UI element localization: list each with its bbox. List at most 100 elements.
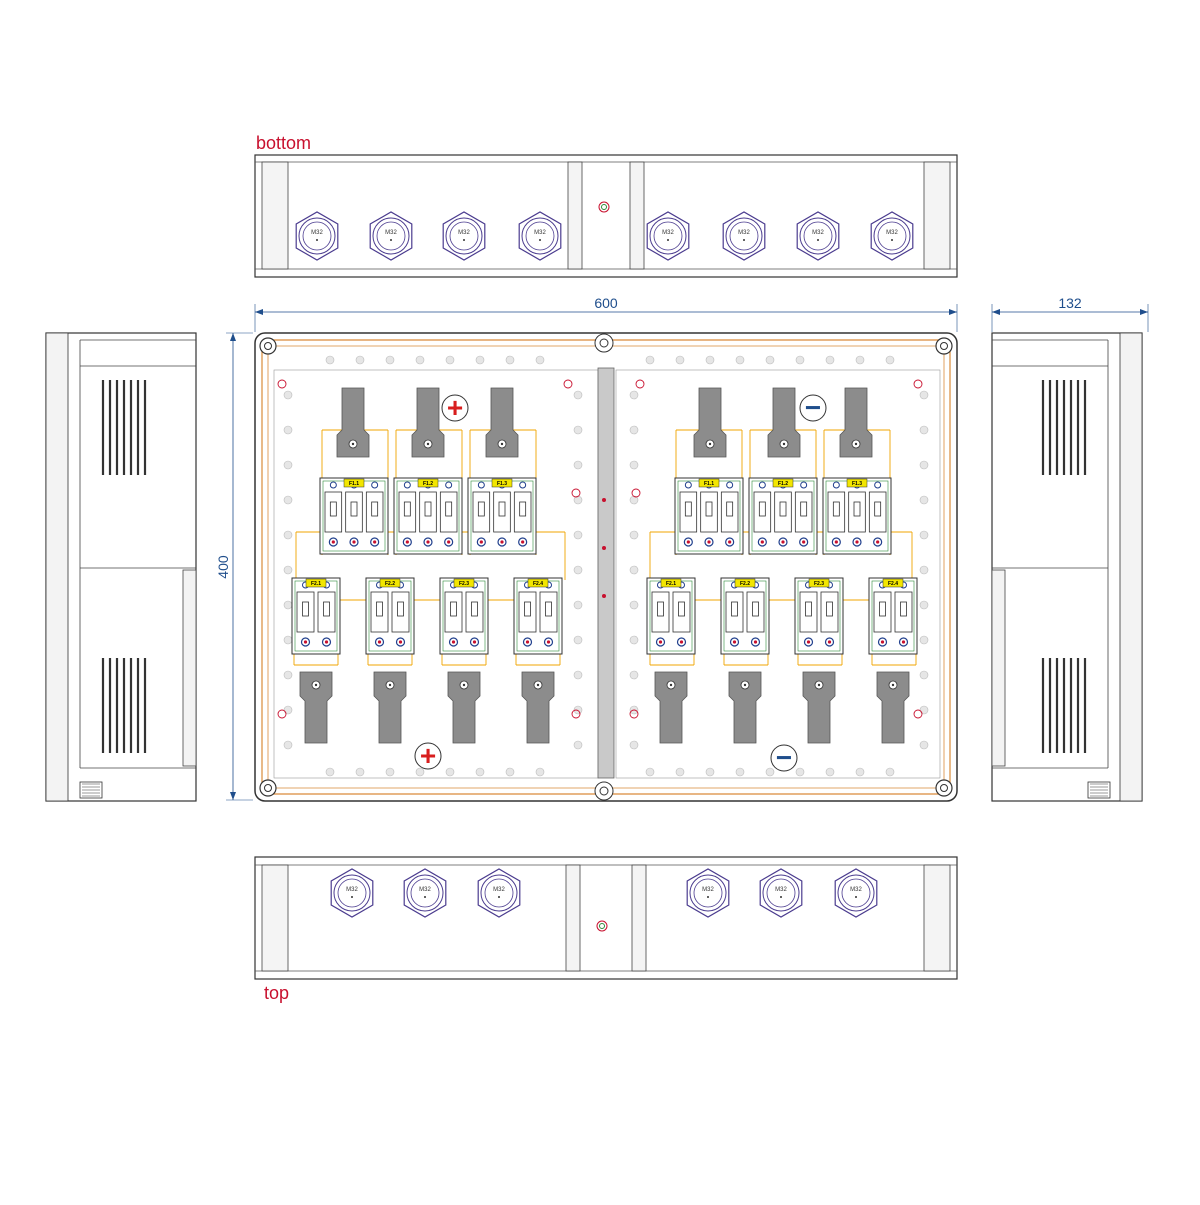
mounting-hole	[919, 600, 929, 610]
mounting-hole	[445, 355, 455, 365]
cable-gland: M32	[518, 211, 562, 261]
top-view-label: top	[264, 983, 289, 1003]
mounting-hole	[629, 460, 639, 470]
mounting-hole	[283, 530, 293, 540]
cable-gland: M32	[403, 868, 447, 918]
gland-size-label: M32	[662, 230, 674, 236]
mounting-hole	[919, 635, 929, 645]
mounting-holes	[277, 355, 929, 777]
cable-gland: M32	[477, 868, 521, 918]
fuse-holder: F2.1	[646, 577, 696, 655]
corner-screw	[259, 779, 277, 797]
plus-symbol: +	[441, 392, 469, 423]
top-enclosure-outline	[254, 856, 958, 980]
mounting-hole	[795, 355, 805, 365]
right-side-view	[991, 332, 1143, 802]
gland-size-label: M32	[775, 887, 787, 893]
plus-symbol: +	[414, 740, 442, 771]
cable-gland: M32	[796, 211, 840, 261]
busbar-terminal	[521, 671, 555, 744]
fuse-label: F1.2	[423, 481, 433, 487]
fuse-holder: F2.2	[365, 577, 415, 655]
mounting-hole	[355, 355, 365, 365]
busbar-terminal	[876, 671, 910, 744]
gland-size-label: M32	[702, 887, 714, 893]
busbar-terminal	[839, 387, 873, 458]
mounting-hole	[735, 355, 745, 365]
mounting-hole	[573, 635, 583, 645]
fuse-holder: F2.1	[291, 577, 341, 655]
fixing-point	[631, 488, 641, 498]
cable-gland: M32	[330, 868, 374, 918]
bottom-center-marker	[598, 201, 610, 213]
busbar-terminal	[693, 387, 727, 458]
cable-gland: M32	[686, 868, 730, 918]
top-glands: M32 M32 M32 M32 M32 M32	[330, 868, 878, 918]
fuse-label: F2.2	[385, 581, 395, 587]
mounting-hole	[573, 705, 583, 715]
cable-gland: M32	[834, 868, 878, 918]
mounting-hole	[629, 495, 639, 505]
mounting-hole	[675, 355, 685, 365]
busbar-terminal	[447, 671, 481, 744]
cable-gland: M32	[442, 211, 486, 261]
busbar-terminal	[654, 671, 688, 744]
fuse-label: F1.2	[778, 481, 788, 487]
fuse-label: F2.2	[740, 581, 750, 587]
mounting-hole	[919, 740, 929, 750]
fuse-label: F2.1	[311, 581, 321, 587]
mounting-hole	[475, 355, 485, 365]
busbar-terminal	[299, 671, 333, 744]
mounting-hole	[629, 600, 639, 610]
minus-symbol: −	[770, 742, 798, 773]
mounting-hole	[283, 635, 293, 645]
top-view: M32 M32 M32 M32 M32 M32 top	[254, 856, 958, 1003]
gland-size-label: M32	[812, 230, 824, 236]
minus-symbol: −	[799, 392, 827, 423]
mounting-hole	[629, 740, 639, 750]
center-divider	[597, 367, 615, 779]
fuse-label: F1.3	[497, 481, 507, 487]
mounting-hole	[573, 670, 583, 680]
fuse-label: F2.4	[533, 581, 543, 587]
fuse-label: F2.3	[814, 581, 824, 587]
fixing-point	[277, 709, 287, 719]
mounting-hole	[765, 767, 775, 777]
fuse-holder: F1.2	[393, 477, 463, 555]
gland-size-label: M32	[738, 230, 750, 236]
dimension-lines: 600 400 132	[215, 295, 1149, 801]
mounting-hole	[645, 355, 655, 365]
mounting-hole	[355, 767, 365, 777]
fixing-point	[277, 379, 287, 389]
fuse-holder: F2.3	[794, 577, 844, 655]
fuse-holder: F1.3	[822, 477, 892, 555]
mounting-hole	[855, 767, 865, 777]
mounting-hole	[475, 767, 485, 777]
fixing-point	[571, 709, 581, 719]
cable-gland: M32	[646, 211, 690, 261]
gland-size-label: M32	[458, 230, 470, 236]
fuse-holder: F1.3	[467, 477, 537, 555]
mounting-hole	[919, 670, 929, 680]
gland-size-label: M32	[534, 230, 546, 236]
mounting-hole	[573, 565, 583, 575]
minus-symbol-glyph: −	[805, 392, 821, 423]
busbars	[299, 387, 910, 744]
right-mounting-plate	[615, 369, 941, 779]
cable-gland: M32	[759, 868, 803, 918]
mounting-hole	[765, 355, 775, 365]
busbar-terminal	[373, 671, 407, 744]
mounting-hole	[919, 495, 929, 505]
busbar-terminal	[411, 387, 445, 458]
mounting-hole	[885, 767, 895, 777]
mounting-hole	[573, 600, 583, 610]
mounting-hole	[283, 460, 293, 470]
mounting-hole	[283, 565, 293, 575]
mounting-hole	[919, 425, 929, 435]
mounting-hole	[385, 767, 395, 777]
cable-gland: M32	[295, 211, 339, 261]
bottom-enclosure-outline	[254, 154, 958, 278]
